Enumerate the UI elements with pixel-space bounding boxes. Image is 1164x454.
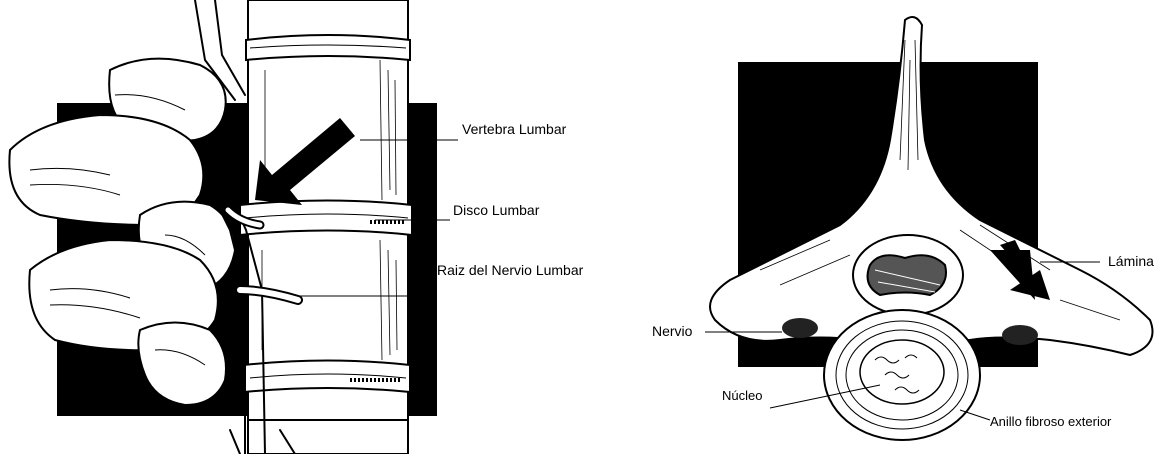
- label-disco-lumbar: Disco Lumbar: [453, 202, 540, 218]
- left-nerve-blob: [782, 318, 818, 338]
- lumbar-spine-side-view: Vertebra Lumbar Disco Lumbar Raiz del Ne…: [9, 0, 583, 454]
- vertebra-cross-section: Lámina Nervio Núcleo Anillo fibroso exte…: [652, 17, 1154, 440]
- bottom-disc: [244, 361, 410, 393]
- top-disc: [246, 35, 410, 60]
- label-anillo-fibroso: Anillo fibroso exterior: [990, 414, 1112, 429]
- label-nervio: Nervio: [652, 323, 693, 339]
- vertebral-column: [240, 0, 412, 454]
- right-nerve-blob: [1002, 325, 1038, 345]
- label-vertebra-lumbar: Vertebra Lumbar: [462, 121, 567, 137]
- label-lamina: Lámina: [1108, 253, 1154, 269]
- label-nucleo: Núcleo: [722, 388, 762, 403]
- nucleus-pulposus: [860, 340, 944, 404]
- lumbar-disc: [240, 201, 412, 236]
- label-raiz-nervio-lumbar: Raiz del Nervio Lumbar: [437, 262, 584, 278]
- spinal-cord: [868, 255, 946, 295]
